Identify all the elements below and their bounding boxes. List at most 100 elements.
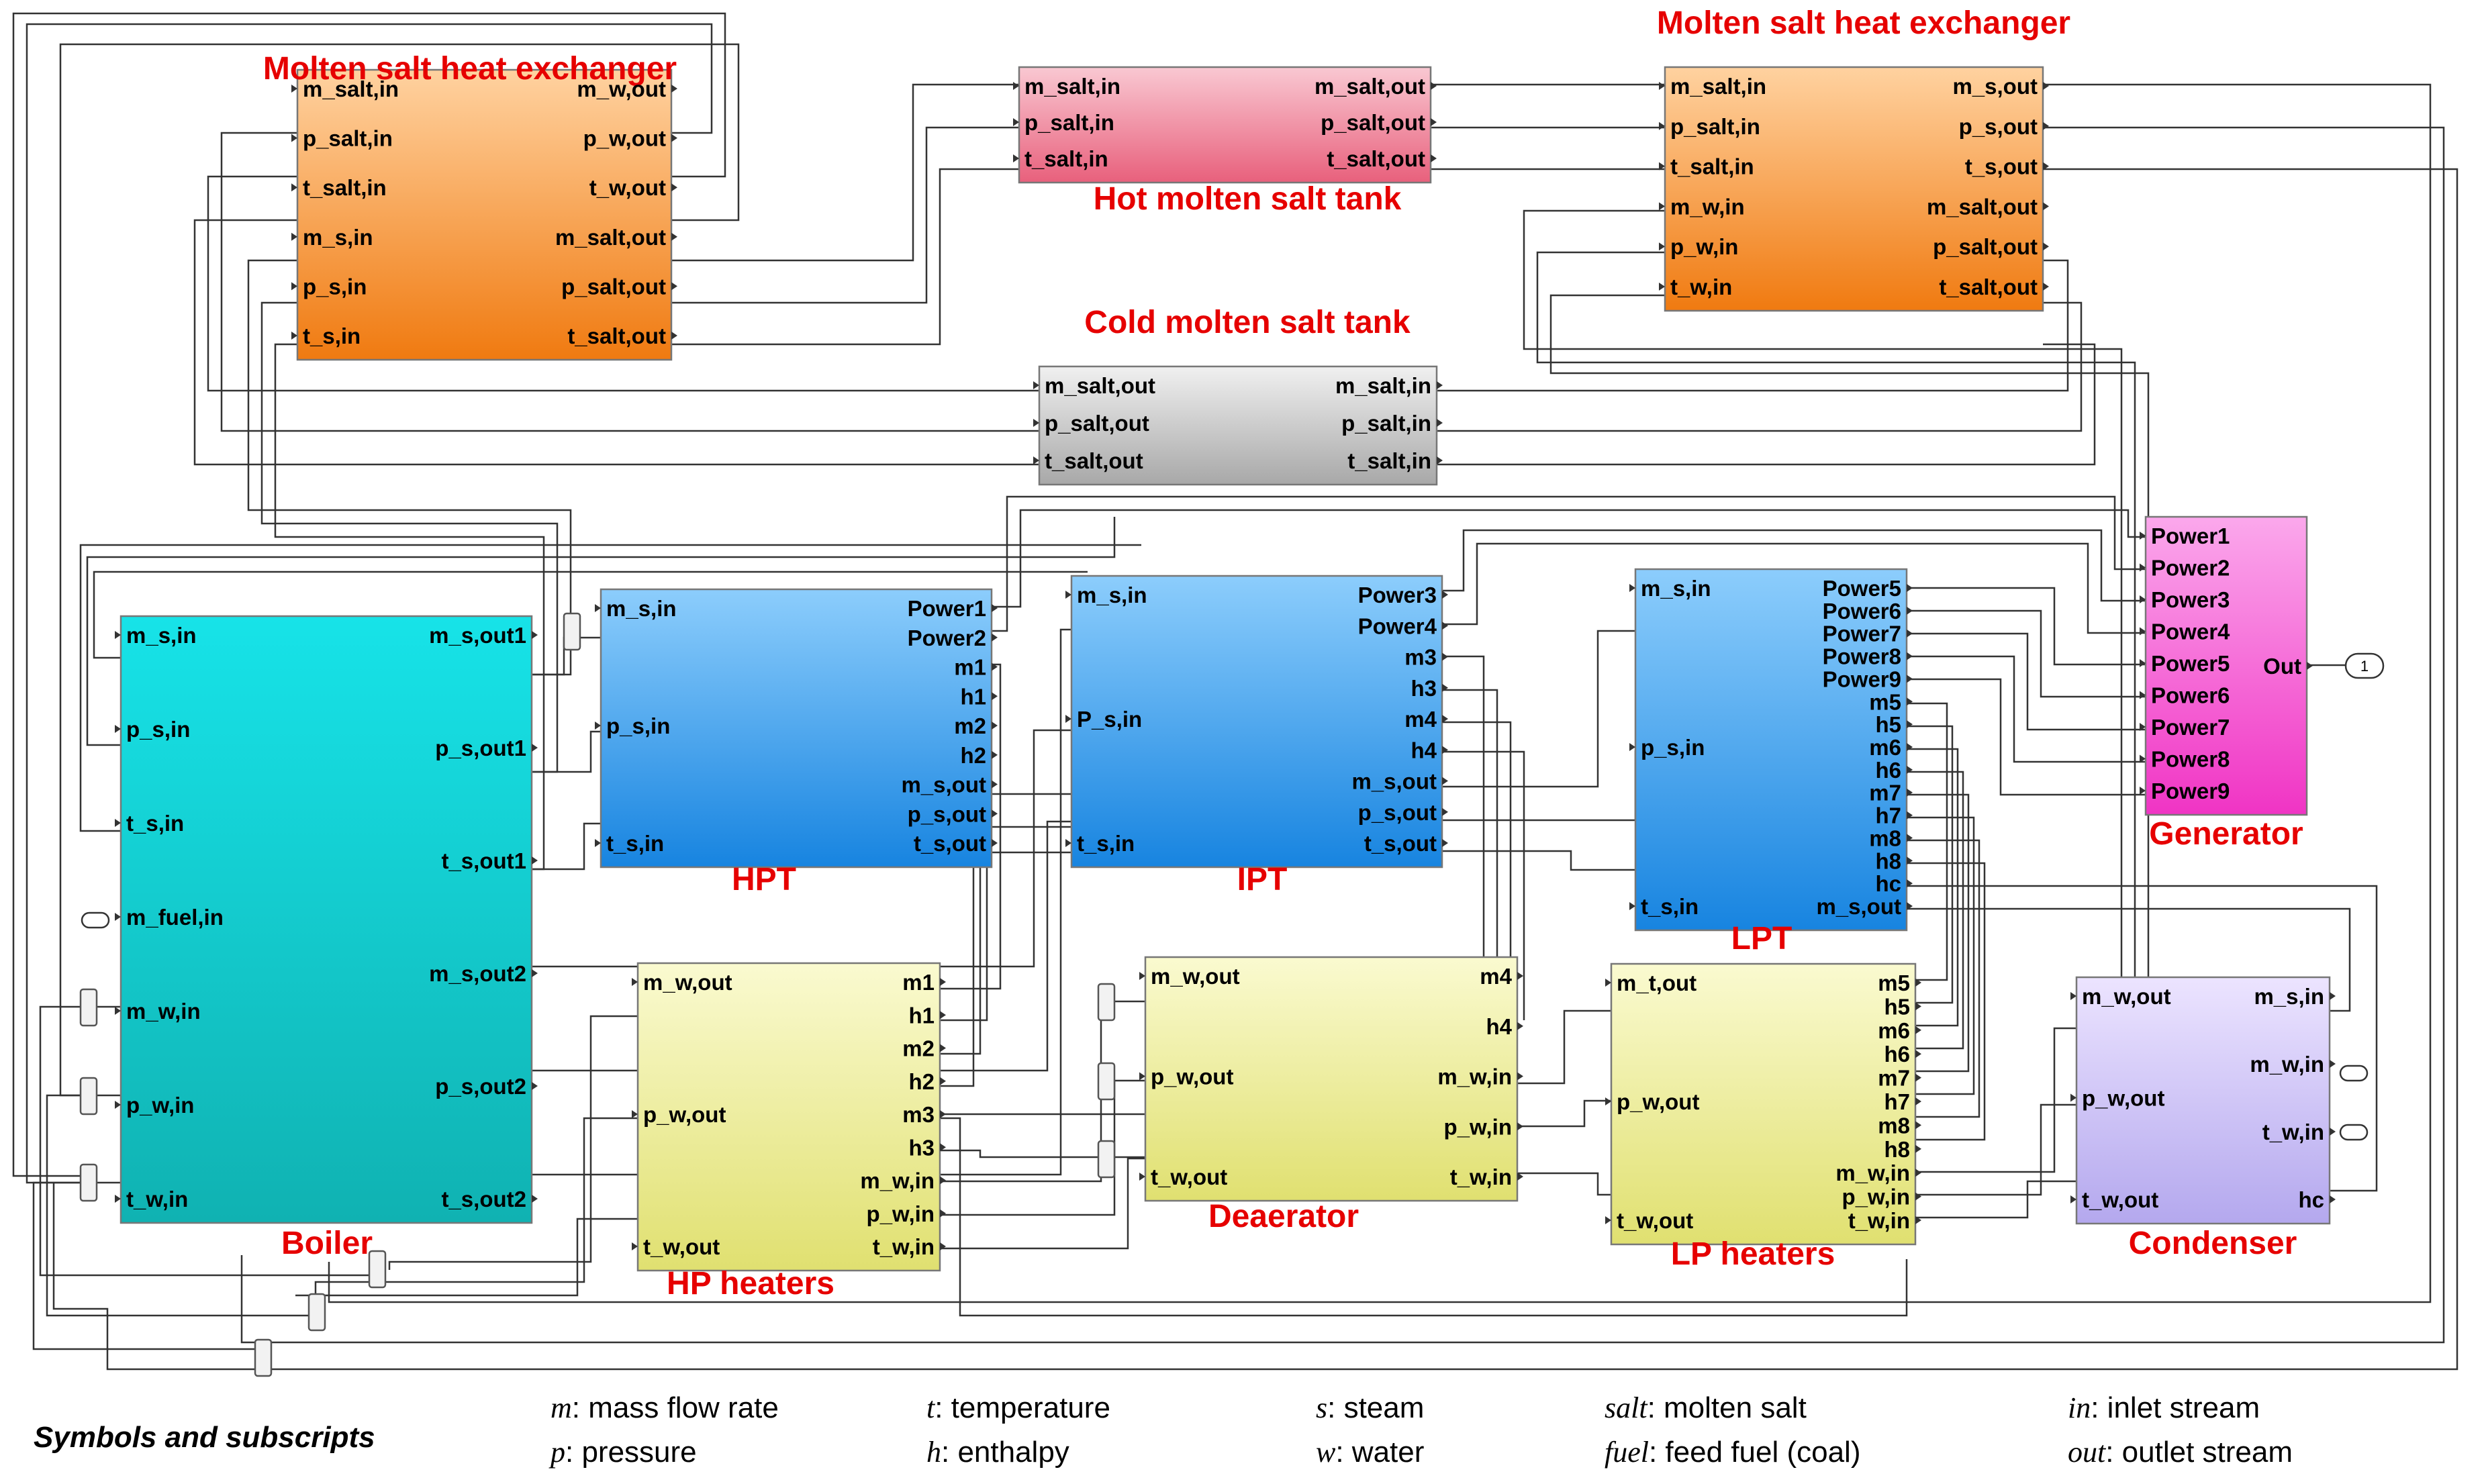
port-right[interactable]: t_w,in <box>1848 1208 1910 1233</box>
port-left[interactable]: t_s,in <box>1641 894 1699 919</box>
port-left[interactable]: t_s,in <box>303 324 361 348</box>
port-right[interactable]: m3 <box>1404 645 1437 670</box>
port-left[interactable]: Power4 <box>2151 620 2230 644</box>
port-right[interactable]: m_s,out <box>1351 769 1437 794</box>
port-left[interactable]: m_salt,in <box>1024 74 1120 99</box>
mux-connector[interactable] <box>563 612 581 651</box>
port-left[interactable]: t_w,in <box>126 1187 188 1211</box>
port-left[interactable]: Power1 <box>2151 524 2230 548</box>
port-right[interactable]: m1 <box>954 655 986 680</box>
port-right[interactable]: m5 <box>1869 689 1901 714</box>
port-right[interactable]: h8 <box>1875 848 1901 873</box>
port-left[interactable]: m_w,in <box>1670 194 1745 219</box>
mux-connector[interactable] <box>1097 1062 1116 1101</box>
block-deaerator[interactable]: Deaeratorm_w,outp_w,outt_w,outm4h4m_w,in… <box>1139 956 1523 1234</box>
block-condenser[interactable]: Condenserm_w,outp_w,outt_w,outm_s,inm_w,… <box>2070 976 2336 1261</box>
port-left[interactable]: p_salt,in <box>1024 110 1114 135</box>
port-right[interactable]: h1 <box>908 1003 935 1028</box>
port-left[interactable]: m_s,in <box>126 623 197 648</box>
port-right[interactable]: h3 <box>908 1135 935 1160</box>
port-left[interactable]: t_s,in <box>606 831 664 856</box>
port-right[interactable]: h4 <box>1411 738 1437 762</box>
port-right[interactable]: p_s,out <box>1358 800 1437 825</box>
port-right[interactable]: m_salt,in <box>1335 373 1431 398</box>
port-right[interactable]: h2 <box>960 743 986 768</box>
block-ipt[interactable]: IPTm_s,inP_s,int_s,inPower3Power4m3h3m4h… <box>1065 575 1448 897</box>
mux-connector[interactable] <box>368 1250 387 1289</box>
port-right[interactable]: p_s,out <box>1959 114 2038 139</box>
port-right[interactable]: m_w,in <box>2250 1052 2324 1077</box>
port-right[interactable]: t_s,out <box>914 831 986 856</box>
port-right[interactable]: h6 <box>1875 758 1901 783</box>
port-left[interactable]: Power6 <box>2151 683 2230 708</box>
port-left[interactable]: Power7 <box>2151 715 2230 740</box>
port-right[interactable]: Power3 <box>1358 583 1437 607</box>
block-body[interactable] <box>2075 976 2331 1225</box>
port-right[interactable]: m_salt,out <box>1927 194 2038 219</box>
port-right[interactable]: m8 <box>1869 826 1901 850</box>
port-left[interactable]: t_s,in <box>1077 831 1135 856</box>
port-right[interactable]: t_salt,out <box>567 324 666 348</box>
block-body[interactable] <box>600 588 993 869</box>
port-right[interactable]: h7 <box>1875 803 1901 828</box>
port-right[interactable]: m1 <box>902 970 935 995</box>
port-left[interactable]: p_s,in <box>126 717 190 742</box>
port-left[interactable]: p_w,out <box>643 1102 726 1127</box>
port-right[interactable]: p_salt,out <box>561 274 666 299</box>
block-mshx1[interactable]: Molten salt heat exchangerm_salt,inp_sal… <box>263 51 677 361</box>
port-right[interactable]: t_w,out <box>589 175 666 200</box>
port-right[interactable]: p_s,out2 <box>435 1074 526 1099</box>
output-port-1[interactable]: 1 <box>2344 652 2385 679</box>
port-right[interactable]: m_w,out <box>577 77 666 101</box>
port-right[interactable]: h5 <box>1884 994 1910 1019</box>
block-body[interactable] <box>1018 66 1432 184</box>
port-right[interactable]: t_s,out <box>1364 831 1437 856</box>
port-right[interactable]: m6 <box>1869 735 1901 760</box>
port-left[interactable]: t_w,out <box>1151 1165 1227 1189</box>
port-left[interactable]: p_w,out <box>1151 1065 1233 1089</box>
port-left[interactable]: m_salt,out <box>1045 373 1155 398</box>
block-hpt[interactable]: HPTm_s,inp_s,int_s,inPower1Power2m1h1m2h… <box>595 588 998 897</box>
port-right[interactable]: m_salt,out <box>555 225 666 250</box>
port-right[interactable]: Power7 <box>1823 622 1901 646</box>
port-right[interactable]: hc <box>1875 871 1901 896</box>
port-right[interactable]: m5 <box>1878 971 1910 995</box>
port-right[interactable]: m_w,in <box>1835 1160 1910 1185</box>
port-right[interactable]: t_s,out1 <box>441 848 526 873</box>
block-hot-tank[interactable]: Hot molten salt tankm_salt,inp_salt,int_… <box>1013 66 1437 217</box>
port-right[interactable]: h1 <box>960 684 986 709</box>
port-right[interactable]: p_salt,in <box>1341 411 1431 436</box>
port-left[interactable]: t_salt,out <box>1045 448 1143 473</box>
block-mshx2[interactable]: Molten salt heat exchangerm_salt,inp_sal… <box>1657 5 2070 312</box>
mux-connector[interactable] <box>79 988 98 1027</box>
port-left[interactable]: m_w,out <box>2082 984 2171 1009</box>
port-left[interactable]: p_s,in <box>606 713 670 738</box>
port-left[interactable]: t_w,out <box>2082 1187 2158 1212</box>
port-right[interactable]: m2 <box>902 1036 935 1061</box>
port-left[interactable]: m_salt,in <box>303 77 399 101</box>
port-right[interactable]: h4 <box>1486 1014 1512 1039</box>
block-hp-heaters[interactable]: HP heatersm_w,outp_w,outt_w,outm1h1m2h2m… <box>632 962 946 1301</box>
port-left[interactable]: p_s,in <box>303 274 367 299</box>
port-right[interactable]: h5 <box>1875 712 1901 737</box>
port-right[interactable]: t_w,in <box>873 1234 935 1259</box>
port-left[interactable]: t_salt,in <box>1024 146 1108 171</box>
port-right[interactable]: m_w,in <box>860 1169 935 1193</box>
port-right[interactable]: m3 <box>902 1102 935 1127</box>
port-right[interactable]: Power1 <box>908 596 986 621</box>
port-left[interactable]: t_salt,in <box>303 175 387 200</box>
block-body[interactable] <box>1610 962 1917 1246</box>
port-right[interactable]: Power8 <box>1823 644 1901 669</box>
port-right[interactable]: t_s,out <box>1965 154 2038 179</box>
port-right[interactable]: t_salt,out <box>1327 146 1425 171</box>
port-right[interactable]: p_w,in <box>1842 1185 1910 1209</box>
block-cold-tank[interactable]: Cold molten salt tankm_salt,outp_salt,ou… <box>1033 305 1443 486</box>
port-left[interactable]: m_s,in <box>606 596 677 621</box>
port-right[interactable]: h8 <box>1884 1137 1910 1162</box>
block-body[interactable] <box>1634 568 1908 932</box>
port-right[interactable]: Out <box>2263 654 2301 679</box>
port-right[interactable]: m8 <box>1878 1113 1910 1138</box>
port-right[interactable]: m_salt,out <box>1315 74 1425 99</box>
output-port-shape[interactable] <box>2344 652 2385 679</box>
port-left[interactable]: p_w,out <box>1617 1089 1699 1114</box>
